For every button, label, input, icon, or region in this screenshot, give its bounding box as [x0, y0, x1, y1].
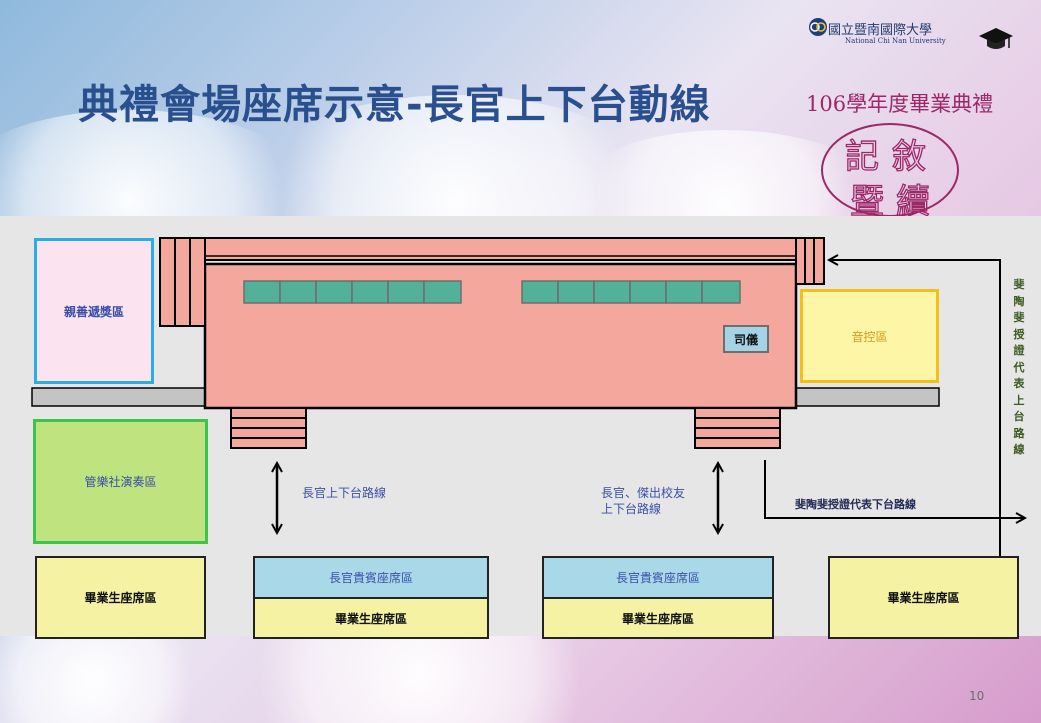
phi-tau-phi-down-route-label: 斐陶斐授證代表下台路線: [795, 498, 916, 511]
official-alumni-route-label-line1: 長官、傑出校友: [601, 486, 686, 500]
band-area: 管樂社演奏區: [33, 419, 208, 544]
sound-control-label: 音控區: [851, 329, 888, 344]
emblem-char: 續: [896, 182, 930, 218]
page-number: 10: [969, 689, 985, 703]
route-char: 表: [1013, 377, 1025, 390]
route-char: 台: [1013, 410, 1025, 423]
vip-seats-1-label: 長官貴賓座席區: [328, 571, 413, 585]
slide-title: 典禮會場座席示意-長官上下台動線: [78, 82, 711, 128]
route-char: 線: [1013, 443, 1025, 456]
stair-top-right: [795, 237, 825, 285]
walkway-left: [31, 387, 206, 407]
band-area-label: 管樂社演奏區: [84, 475, 157, 489]
graduate-seats-2: 畢業生座席區: [542, 597, 774, 639]
route-char: 路: [1013, 426, 1025, 440]
official-route-label: 長官上下台路線: [302, 486, 387, 500]
official-alumni-route-label-line2: 上下台路線: [601, 502, 662, 516]
route-char: 代: [1013, 360, 1025, 374]
route-char: 授: [1013, 327, 1025, 341]
graduate-seats-right-label: 畢業生座席區: [887, 591, 960, 605]
graduate-seats-1: 畢業生座席區: [253, 597, 489, 639]
graduate-seats-2-label: 畢業生座席區: [621, 611, 694, 626]
graduation-cap-icon: [979, 28, 1013, 49]
phi-tau-phi-up-route-label: 斐 陶 斐 授 證 代 表 上 台 路 線: [1012, 277, 1026, 459]
award-area: 親善遞獎區: [34, 238, 154, 384]
route-char: 斐: [1013, 311, 1025, 324]
emblem-char: 敘: [892, 137, 926, 177]
route-char: 陶: [1013, 294, 1025, 308]
route-char: 證: [1013, 344, 1025, 357]
university-name-en: National Chi Nan University: [845, 37, 946, 45]
graduate-seats-left: 畢業生座席區: [35, 556, 206, 639]
graduate-seats-right: 畢業生座席區: [828, 556, 1019, 639]
route-char: 斐: [1013, 278, 1025, 291]
seating-diagram: 親善遞獎區 音控區 司儀 管樂社演奏區 畢業生座席區 長官貴賓座席區 畢業生座席…: [0, 216, 1041, 639]
graduate-seats-1-label: 畢業生座席區: [334, 611, 407, 626]
route-arrow-phi-tau-phi-down: [764, 460, 1024, 518]
award-area-label: 親善遞獎區: [63, 304, 124, 319]
diagram-shapes: [31, 237, 1041, 560]
emblem-icon: 記 敘 暨 續: [821, 123, 959, 218]
vip-seats-2-label: 長官貴賓座席區: [615, 571, 700, 585]
vip-seats-1: 長官貴賓座席區: [253, 556, 489, 599]
stage-table-row-right: [521, 280, 741, 304]
walkway-right: [795, 387, 940, 407]
university-logo-icon: [809, 18, 827, 36]
sound-control-area: 音控區: [800, 289, 939, 383]
route-arrow-phi-tau-phi-up: [830, 260, 1001, 560]
stage-table-row-left: [243, 280, 462, 304]
university-name: 國立暨南國際大學: [828, 23, 933, 38]
emblem-char: 暨: [850, 182, 884, 218]
stair-top-left: [159, 237, 206, 327]
emcee-label: 司儀: [733, 332, 758, 347]
vip-seats-2: 長官貴賓座席區: [542, 556, 774, 599]
route-char: 上: [1013, 393, 1025, 407]
emcee-box: 司儀: [723, 325, 769, 353]
graduate-seats-left-label: 畢業生座席區: [84, 591, 157, 605]
emblem-char: 記: [845, 137, 879, 177]
ceremony-text: 106學年度畢業典禮: [806, 92, 994, 116]
